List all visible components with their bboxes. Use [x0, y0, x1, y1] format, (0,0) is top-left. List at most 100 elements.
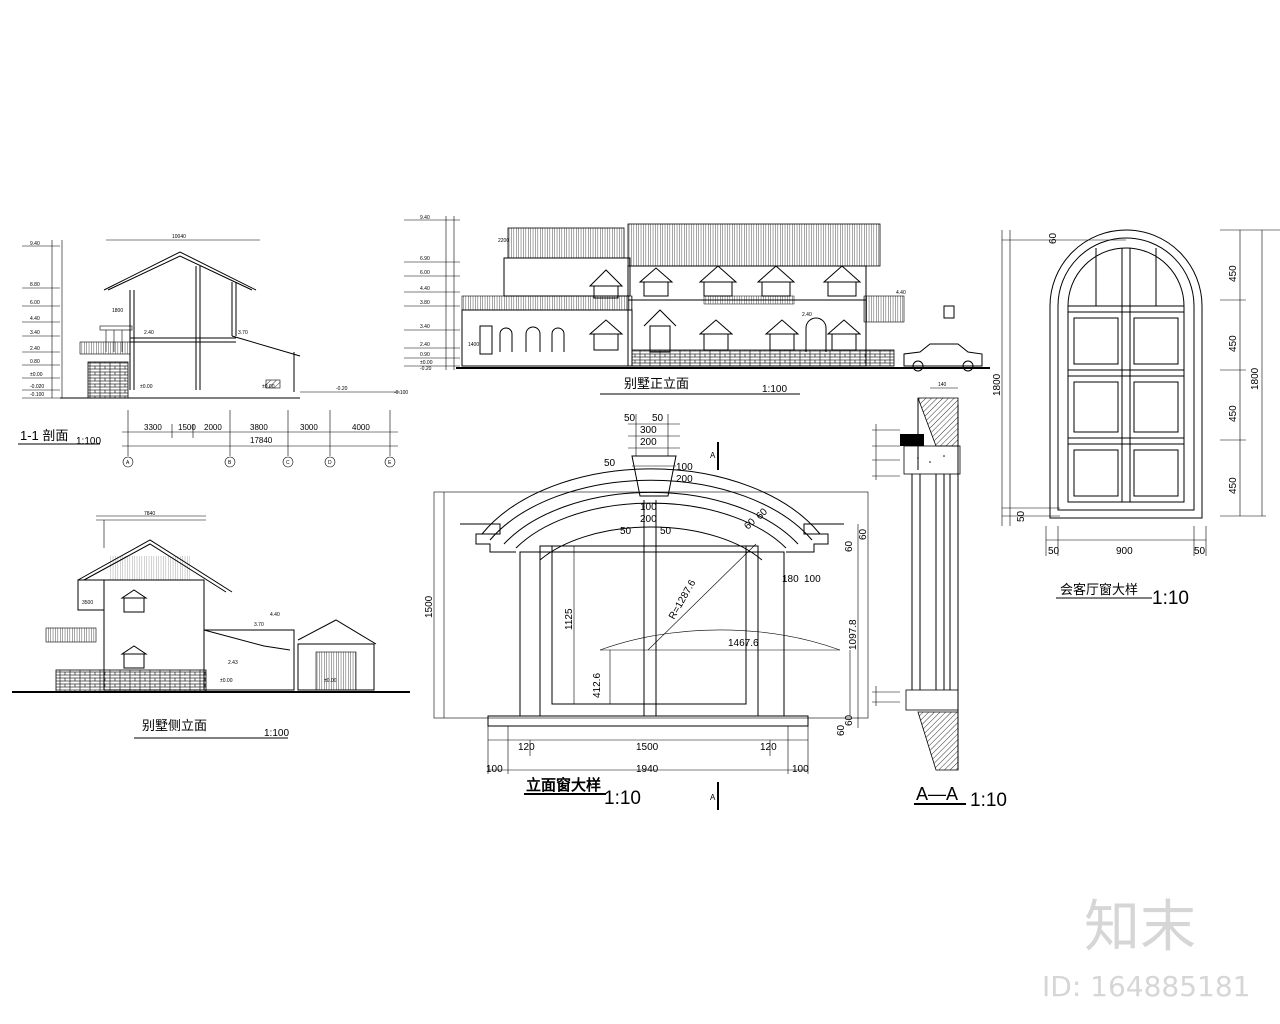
grid-axis-label: B: [228, 460, 232, 466]
dim-label: -0.20: [336, 386, 348, 392]
dim-label: 50: [660, 526, 672, 537]
front-building: 4.40 2.40 2200 1400: [456, 223, 990, 372]
dim-label: 3500: [82, 600, 93, 606]
grid-axis-label: C: [286, 460, 290, 466]
front-lower-windows: [479, 309, 862, 355]
watermark-id: ID: 164885181: [1042, 970, 1250, 1003]
span-label: 3300: [144, 423, 162, 432]
dim-label: 2.43: [228, 660, 238, 666]
dim-label: 100: [640, 502, 657, 513]
arch-window-labels: 50 50 300 200 50 100 200 100 200 50 50 R…: [424, 413, 869, 775]
level-label: -0.20: [420, 366, 432, 372]
dim-label: 1097.8: [848, 619, 859, 650]
front-upper-windows: [588, 265, 862, 305]
dim-label: 1500: [424, 595, 435, 618]
level-label: 4.40: [30, 316, 40, 322]
dim-label: 60: [844, 714, 855, 726]
dim-label: 140: [938, 382, 947, 388]
watermark: 知末 ID: 164885181: [1042, 895, 1250, 1003]
dim-label: 50: [604, 458, 616, 469]
dim-label: 1400: [468, 342, 479, 348]
front-level-marks: 9.40 6.90 6.00 4.40 3.80 3.40 2.40 0.90 …: [404, 215, 460, 372]
section-title: 1-1 剖面: [20, 428, 68, 443]
dim-label: 1800: [112, 308, 123, 314]
section-mark: A: [710, 451, 716, 460]
level-label: ±0.00: [420, 360, 433, 366]
living-window-scale: 1:10: [1152, 588, 1189, 609]
dim-label: 450: [1228, 477, 1239, 494]
dim-label: 4.40: [896, 290, 906, 296]
dim-label: 180: [782, 574, 799, 585]
dim-label: 60: [836, 724, 847, 736]
level-label: 6.00: [30, 300, 40, 306]
dim-label: 120: [760, 742, 777, 753]
level-label: 3.80: [420, 300, 430, 306]
dim-label: 100: [804, 574, 821, 585]
dim-label: 50: [1048, 546, 1060, 557]
section-span-dimensions: 3300 1500 2000 3800 3000 4000 17840 A B …: [122, 410, 398, 468]
dim-label: 3.70: [254, 622, 264, 628]
living-window-title: 会客厅窗大样: [1060, 582, 1138, 597]
dim-label: 1800: [992, 373, 1003, 396]
arch-window-scale: 1:10: [604, 788, 641, 809]
level-label: ±0.00: [30, 372, 43, 378]
dim-label: 100: [792, 764, 809, 775]
side-elevation: 7840 3500 4.40 3.70 ±0.00 ±0.00 2.43 别墅侧…: [12, 511, 410, 739]
dim-label: 200: [640, 437, 657, 448]
level-label: 6.90: [420, 256, 430, 262]
dim-label: 2200: [498, 238, 509, 244]
dim-label: 450: [1228, 265, 1239, 282]
side-elevation-scale: 1:100: [264, 728, 289, 739]
dim-label: 200: [640, 514, 657, 525]
dim-label: 60: [742, 516, 758, 532]
section-1-1: 9.40 8.80 6.00 4.40 3.40 2.40 0.80 ±0.00…: [18, 234, 408, 468]
level-label: -0.100: [30, 392, 44, 398]
arch-window-detail: A A: [424, 413, 869, 810]
level-label: 4.40: [420, 286, 430, 292]
front-elevation: 9.40 6.90 6.00 4.40 3.80 3.40 2.40 0.90 …: [404, 215, 990, 395]
dim-label: 1125: [564, 608, 575, 630]
dim-label: ±0.00: [220, 678, 233, 684]
side-elevation-title: 别墅侧立面: [142, 718, 207, 733]
width-label: 10040: [172, 234, 186, 240]
arch-window-title: 立面窗大样: [526, 776, 601, 794]
level-label: 9.40: [420, 215, 430, 221]
dim-label: 50: [1194, 546, 1206, 557]
level-label: 2.40: [420, 342, 430, 348]
dim-label: 50: [652, 413, 664, 424]
dim-label: 4.40: [270, 612, 280, 618]
dim-label: 2.40: [144, 330, 154, 336]
total-span-label: 17840: [250, 436, 273, 445]
section-level-marks: 9.40 8.80 6.00 4.40 3.40 2.40 0.80 ±0.00…: [22, 240, 63, 399]
dim-label: 100: [486, 764, 503, 775]
level-label: 0.90: [420, 352, 430, 358]
dim-label: 200: [676, 474, 693, 485]
dim-label: 7840: [144, 511, 155, 517]
dim-label: 50: [1016, 510, 1027, 522]
span-label: 4000: [352, 423, 370, 432]
dim-label: ±0.00: [324, 678, 337, 684]
dim-label: ±0.00: [140, 384, 153, 390]
dim-label: 60: [1048, 232, 1059, 244]
section-a-a: 140 A—A 1:10: [872, 382, 1007, 811]
level-label: 3.40: [420, 324, 430, 330]
front-elevation-scale: 1:100: [762, 384, 787, 395]
dim-label: 3.70: [238, 330, 248, 336]
grid-axis-label: D: [328, 460, 332, 466]
level-label: 6.00: [420, 270, 430, 276]
level-label: 0.80: [30, 359, 40, 365]
dim-label: 1800: [1250, 367, 1261, 390]
dim-label: 900: [1116, 546, 1133, 557]
span-label: 1500: [178, 423, 196, 432]
dim-label: 1940: [636, 764, 659, 775]
dim-label: 60: [858, 528, 869, 540]
level-label: 3.40: [30, 330, 40, 336]
section-scale: 1:100: [76, 436, 101, 447]
dim-label: 60: [844, 540, 855, 552]
grid-axis-label: A: [126, 460, 130, 466]
section-building: 10040 1800 2.40 3.70 ±0.00: [60, 234, 408, 399]
section-aa-title: A—A: [916, 784, 958, 804]
dim-label: 120: [518, 742, 535, 753]
level-label: 8.80: [30, 282, 40, 288]
